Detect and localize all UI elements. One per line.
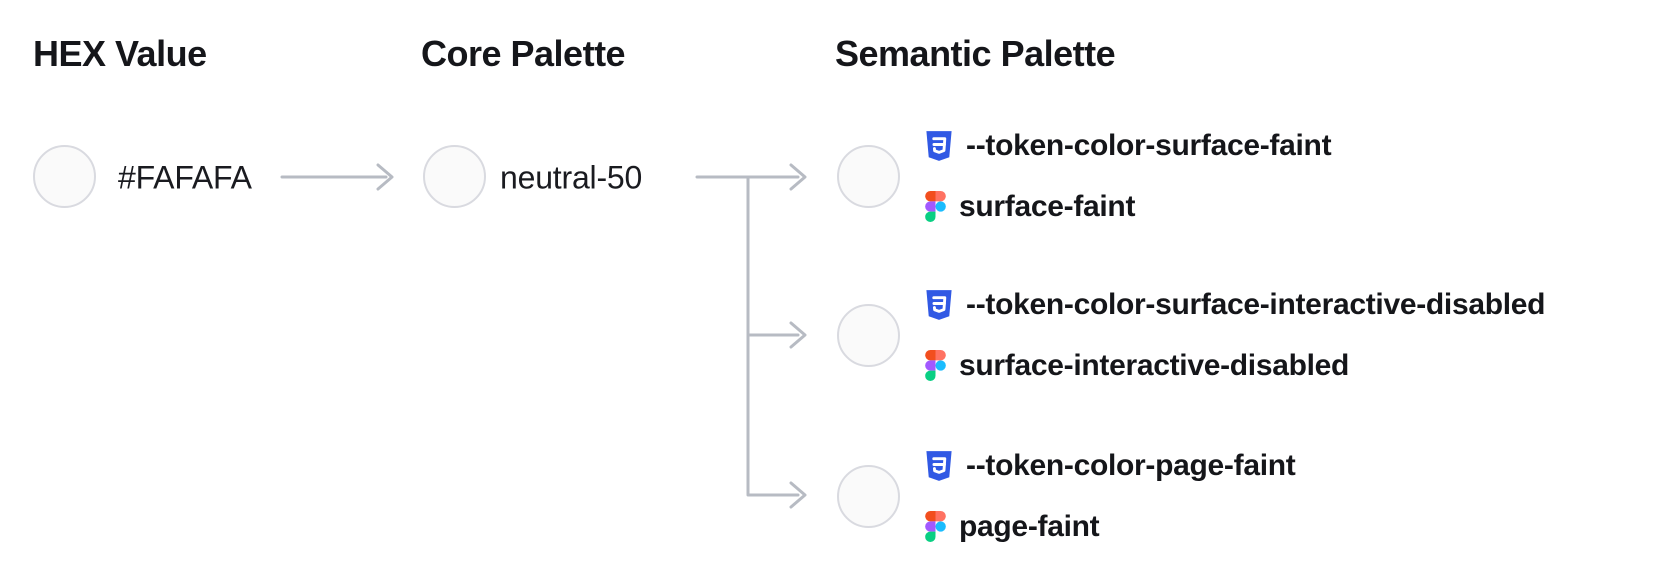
hex-color-swatch [33,145,96,208]
css-token-row: --token-color-surface-interactive-disabl… [925,287,1546,321]
semantic-color-swatch [837,303,900,367]
figma-name-label: surface-interactive-disabled [959,348,1350,382]
core-color-swatch [423,145,486,208]
figma-logo-icon [925,350,946,381]
semantic-item-page-faint: --token-color-page-faint page-faint [837,448,1296,543]
semantic-column-title: Semantic Palette [835,33,1116,74]
arrow-hex-to-core-head [376,163,394,191]
css-token-label: --token-color-surface-faint [966,128,1332,162]
semantic-item-surface-faint: --token-color-surface-faint surface-fain… [837,128,1332,223]
css-token-row: --token-color-page-faint [925,448,1296,482]
tree-top-arrowhead [789,163,807,191]
figma-name-row: surface-faint [925,190,1331,223]
figma-name-row: surface-interactive-disabled [925,349,1545,382]
figma-name-row: page-faint [925,510,1295,543]
figma-name-label: page-faint [959,509,1100,543]
figma-name-label: surface-faint [959,189,1136,223]
figma-logo-icon [925,511,946,542]
css3-shield-icon [926,450,952,481]
css-token-label: --token-color-page-faint [966,448,1296,482]
tree-middle-arrowhead [789,321,807,349]
hex-column-title: HEX Value [33,33,207,74]
core-column-title: Core Palette [421,33,626,74]
figma-logo-icon [925,191,946,222]
css-token-row: --token-color-surface-faint [925,128,1332,162]
core-name-label: neutral-50 [500,159,643,196]
css-token-label: --token-color-surface-interactive-disabl… [966,287,1546,321]
semantic-color-swatch [837,144,900,208]
css3-shield-icon [926,130,952,161]
css3-shield-icon [926,289,952,320]
tree-bottom-arrowhead [789,481,807,509]
semantic-item-surface-interactive-disabled: --token-color-surface-interactive-disabl… [837,287,1546,382]
semantic-color-swatch [837,464,900,528]
tree-vertical-and-bottom-branch [746,175,800,497]
hex-value-label: #FAFAFA [118,159,252,196]
